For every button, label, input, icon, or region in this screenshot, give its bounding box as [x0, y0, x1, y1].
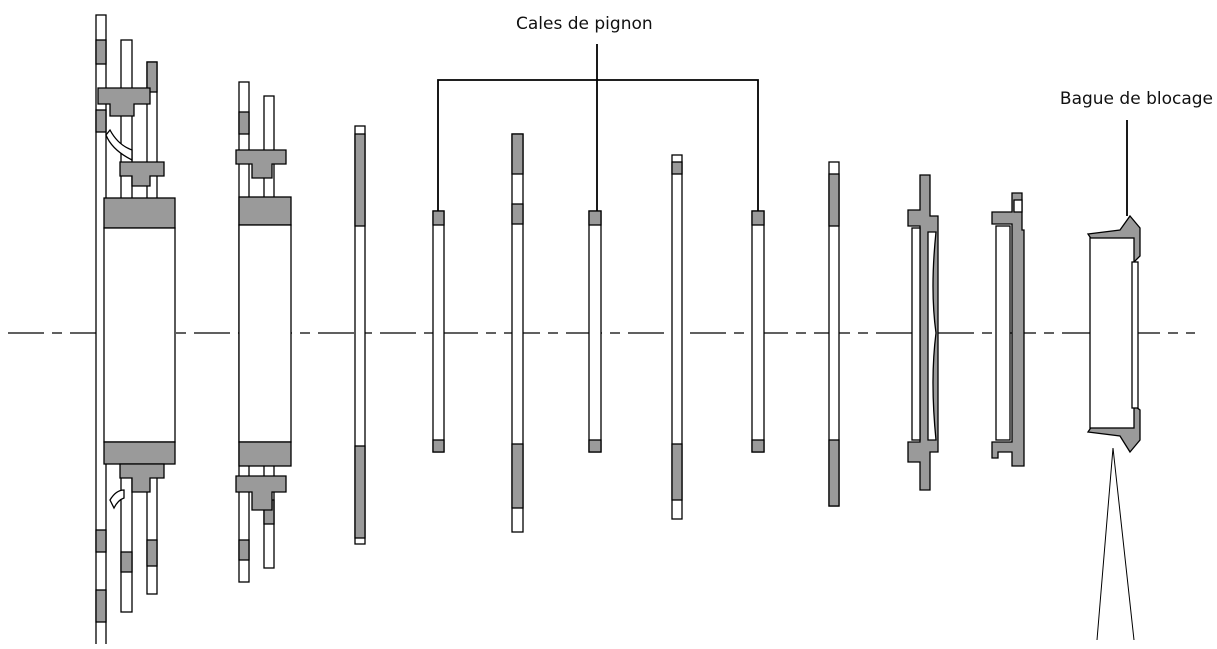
sprocket-3 [671, 154, 683, 520]
spacers-leader [437, 44, 759, 211]
lockring-label: Bague de blocage [1059, 89, 1213, 109]
sprocket-1 [354, 125, 366, 545]
lockring [1086, 214, 1141, 454]
spacer-1 [432, 210, 445, 453]
lockring-callout-lines [1096, 447, 1135, 641]
spacer-3 [751, 210, 765, 453]
sprocket-cluster-medium [235, 81, 292, 583]
spacer-2 [588, 210, 602, 453]
sprocket-4 [828, 161, 840, 507]
sprocket-6-stepped [991, 192, 1025, 467]
sprocket-2 [511, 133, 524, 533]
sprocket-5-stepped [907, 174, 939, 491]
sprocket-cluster-large [95, 14, 176, 646]
spacers-label: Cales de pignon [516, 14, 653, 34]
